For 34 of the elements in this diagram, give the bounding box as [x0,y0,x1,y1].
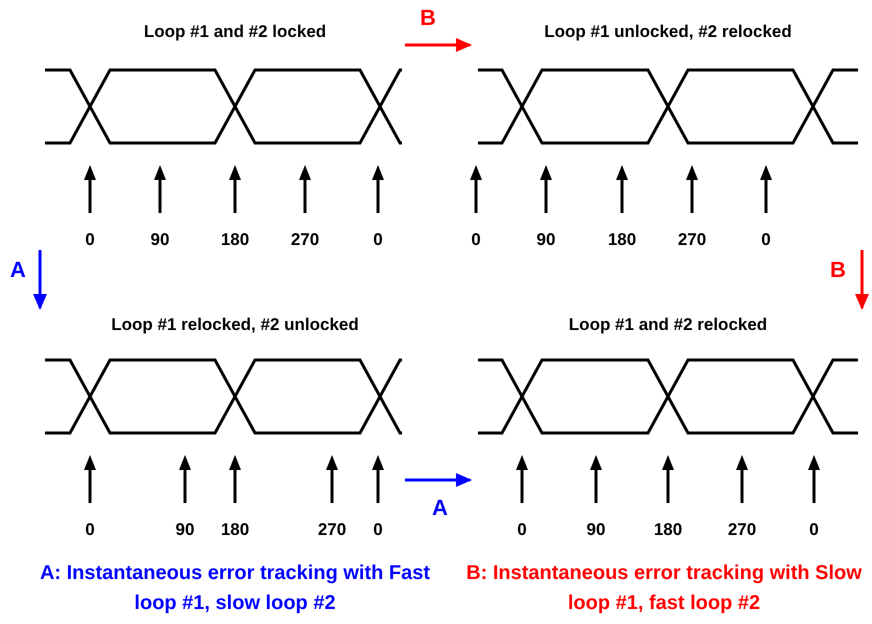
phase-label: 0 [761,230,771,250]
edge-label: B [830,258,846,282]
phase-label: 0 [373,520,383,540]
phase-label: 270 [728,520,756,540]
phase-label: 0 [373,230,383,250]
phase-label: 0 [517,520,527,540]
arrow [405,473,472,487]
phase-label: 180 [220,230,250,250]
phase-label: 90 [586,520,606,540]
phase-label: 0 [471,230,481,250]
edge-label: B [420,6,436,30]
phase-label: 180 [220,520,250,540]
arrow [855,250,869,310]
edge-label: A [10,258,26,282]
phase-label: 0 [85,520,95,540]
panel-title: Loop #1 and #2 relocked [568,315,768,335]
caption: A: Instantaneous error tracking with Fast loop #1, slow loop #2 [38,561,432,616]
phase-label: 180 [608,230,636,250]
panel-title: Loop #1 unlocked, #2 relocked [544,22,792,42]
phase-label: 90 [150,230,170,250]
phase-label: 270 [290,230,320,250]
phase-label: 90 [536,230,556,250]
edge-label: A [432,496,448,520]
caption: B: Instantaneous error tracking with Slow loop #1, fast loop #2 [465,561,863,616]
panel-title: Loop #1 relocked, #2 unlocked [111,315,359,335]
phase-label: 270 [678,230,706,250]
panel-title: Loop #1 and #2 locked [144,22,326,42]
phase-label: 270 [318,520,346,540]
arrow [33,250,47,310]
phase-label: 0 [809,520,819,540]
phase-label: 180 [654,520,682,540]
arrow [405,38,472,52]
phase-label: 0 [85,230,95,250]
phase-label: 90 [176,520,194,540]
